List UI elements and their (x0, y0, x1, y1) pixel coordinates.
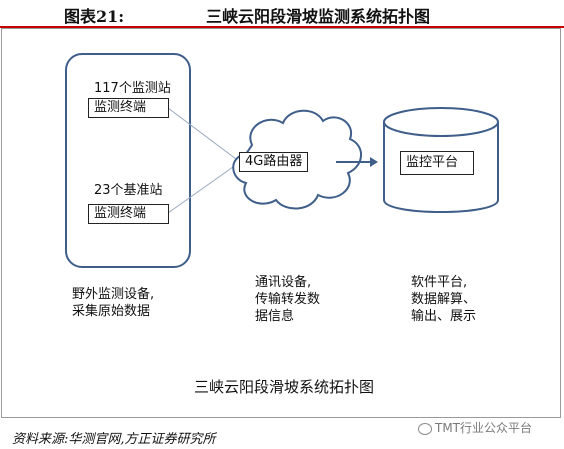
software-caption: 软件平台, 数据解算、 输出、展示 (411, 274, 476, 325)
server-cylinder-top (383, 107, 499, 137)
comm-caption-line-2: 传输转发数 (255, 292, 321, 307)
station-b-terminal: 监测终端 (88, 204, 169, 224)
software-caption-line-3: 输出、展示 (411, 309, 477, 324)
station-a-terminal: 监测终端 (88, 98, 169, 118)
comm-caption-line-1: 通讯设备, (255, 275, 312, 290)
station-b-name: 23个基准站 (94, 183, 163, 198)
link-terminal-a-router (167, 107, 241, 163)
wechat-icon (418, 422, 432, 435)
comm-caption: 通讯设备, 传输转发数 据信息 (255, 274, 320, 325)
field-caption-line-1: 野外监测设备, (72, 287, 155, 302)
link-terminal-b-router (167, 161, 241, 214)
field-caption: 野外监测设备, 采集原始数据 (72, 286, 154, 320)
source-note: 资料来源:华测官网,方正证券研究所 (12, 432, 216, 447)
router-box: 4G路由器 (239, 152, 308, 172)
comm-caption-line-3: 据信息 (255, 309, 295, 324)
software-caption-line-1: 软件平台, (411, 275, 468, 290)
field-caption-line-2: 采集原始数据 (72, 304, 151, 319)
watermark-text: TMT行业公众平台 (435, 421, 533, 435)
diagram-frame (1, 28, 561, 418)
monitoring-platform-box: 监控平台 (400, 151, 474, 175)
figure-title: 三峡云阳段滑坡监测系统拓扑图 (206, 7, 431, 26)
station-a-name: 117个监测站 (94, 81, 171, 96)
arrow-head (370, 157, 378, 167)
software-caption-line-2: 数据解算、 (411, 292, 477, 307)
figure-caption: 三峡云阳段滑坡系统拓扑图 (194, 378, 375, 396)
figure-label: 图表21: (64, 7, 125, 26)
watermark: TMT行业公众平台 (418, 419, 532, 436)
figure-header: 图表21: 三峡云阳段滑坡监测系统拓扑图 (0, 0, 564, 28)
